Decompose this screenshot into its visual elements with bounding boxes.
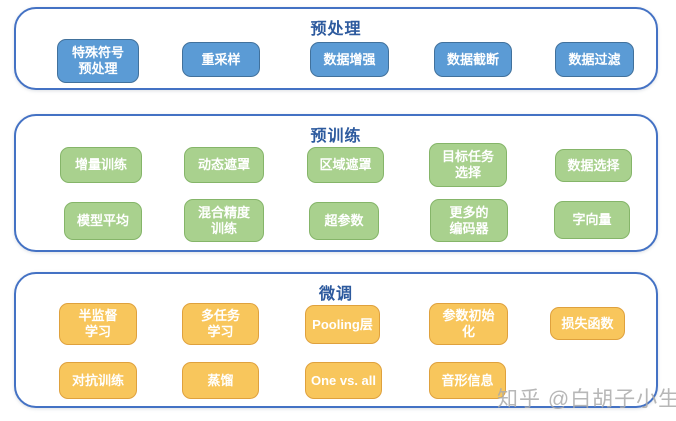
diagram-box-adversarial-train: 对抗训练	[59, 362, 137, 399]
diagram-box-semi-supervised: 半监督 学习	[59, 303, 137, 345]
diagram-box-data-select: 数据选择	[555, 149, 632, 182]
section-title: 微调	[318, 286, 353, 303]
section-finetune: 微调 半监督 学习 多任务 学习 Pooling层 参数初始 化 损失函数 对抗…	[14, 272, 658, 408]
diagram-box-distillation: 蒸馏	[182, 362, 259, 399]
section-preprocess: 预处理 特殊符号 预处理 重采样 数据增强 数据截断 数据过滤	[14, 7, 658, 90]
diagram-box-phono-glyph-info: 音形信息	[429, 362, 506, 399]
diagram-box-data-filter: 数据过滤	[555, 42, 634, 77]
diagram-box-target-task-select: 目标任务 选择	[429, 143, 507, 187]
diagram-box-dynamic-mask: 动态遮罩	[184, 147, 264, 183]
diagram-box-special-symbol-preprocess: 特殊符号 预处理	[57, 39, 139, 83]
diagram-box-param-init: 参数初始 化	[429, 303, 508, 345]
diagram-box-model-average: 模型平均	[64, 202, 142, 240]
diagram-box-hyperparams: 超参数	[309, 202, 379, 240]
diagram-box-resample: 重采样	[182, 42, 260, 77]
diagram-box-loss-function: 损失函数	[550, 307, 625, 340]
diagram-box-mixed-precision: 混合精度 训练	[184, 199, 264, 242]
diagram-box-pooling-layer: Pooling层	[305, 305, 380, 344]
section-pretrain: 预训练 增量训练 动态遮罩 区域遮罩 目标任务 选择 数据选择 模型平均 混合精…	[14, 114, 658, 252]
diagram-box-region-mask: 区域遮罩	[307, 147, 384, 183]
diagram-box-multi-task: 多任务 学习	[182, 303, 259, 345]
diagram-box-incremental-train: 增量训练	[60, 147, 142, 183]
diagram-box-char-embedding: 字向量	[554, 201, 630, 239]
section-title: 预处理	[310, 21, 362, 38]
zhihu-watermark: 知乎 @白胡子小生	[497, 388, 676, 411]
section-title: 预训练	[310, 128, 362, 145]
diagram-box-data-truncate: 数据截断	[434, 42, 512, 77]
diagram-box-one-vs-all: One vs. all	[305, 362, 382, 399]
diagram-box-more-encoders: 更多的 编码器	[430, 199, 508, 242]
diagram-box-data-augment: 数据增强	[310, 42, 389, 77]
